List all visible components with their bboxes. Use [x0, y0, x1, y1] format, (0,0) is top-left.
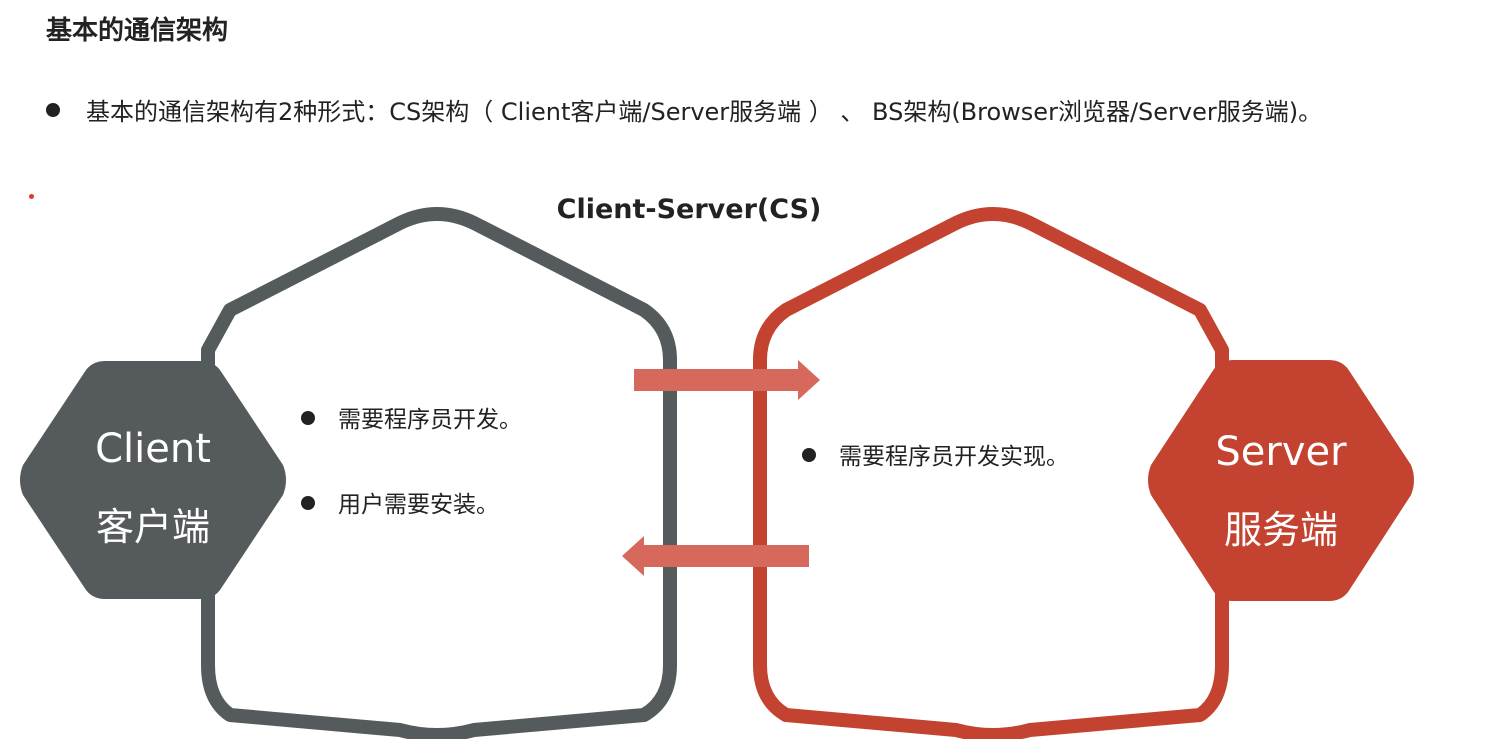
- bullet-dot-icon: [301, 496, 315, 510]
- red-marker-dot: [29, 194, 34, 199]
- intro-text: 基本的通信架构有2种形式：CS架构（ Client客户端/Server服务端 ）…: [86, 98, 1323, 126]
- server-label-cn: 服务端: [1224, 508, 1338, 552]
- client-outline-hexagon: [201, 207, 677, 739]
- client-point-2: 用户需要安装。: [338, 492, 499, 518]
- client-hexagon: [20, 361, 286, 599]
- client-label-cn: 客户端: [96, 505, 210, 549]
- server-hexagon: [1148, 360, 1414, 601]
- intro-bullet: 基本的通信架构有2种形式：CS架构（ Client客户端/Server服务端 ）…: [46, 92, 1322, 127]
- server-outline-hexagon: [753, 207, 1229, 739]
- bullet-dot-icon: [46, 102, 60, 117]
- arrow-left-icon: [622, 536, 809, 576]
- bullet-dot-icon: [301, 411, 315, 425]
- page-heading: 基本的通信架构: [46, 16, 229, 46]
- bullet-dot-icon: [802, 448, 816, 462]
- server-point-1: 需要程序员开发实现。: [839, 444, 1069, 470]
- arrow-right-icon: [634, 360, 820, 400]
- diagram-title: Client-Server(CS): [557, 194, 822, 225]
- client-label-en: Client: [95, 426, 211, 472]
- client-point-1: 需要程序员开发。: [338, 407, 522, 433]
- server-label-en: Server: [1215, 429, 1347, 475]
